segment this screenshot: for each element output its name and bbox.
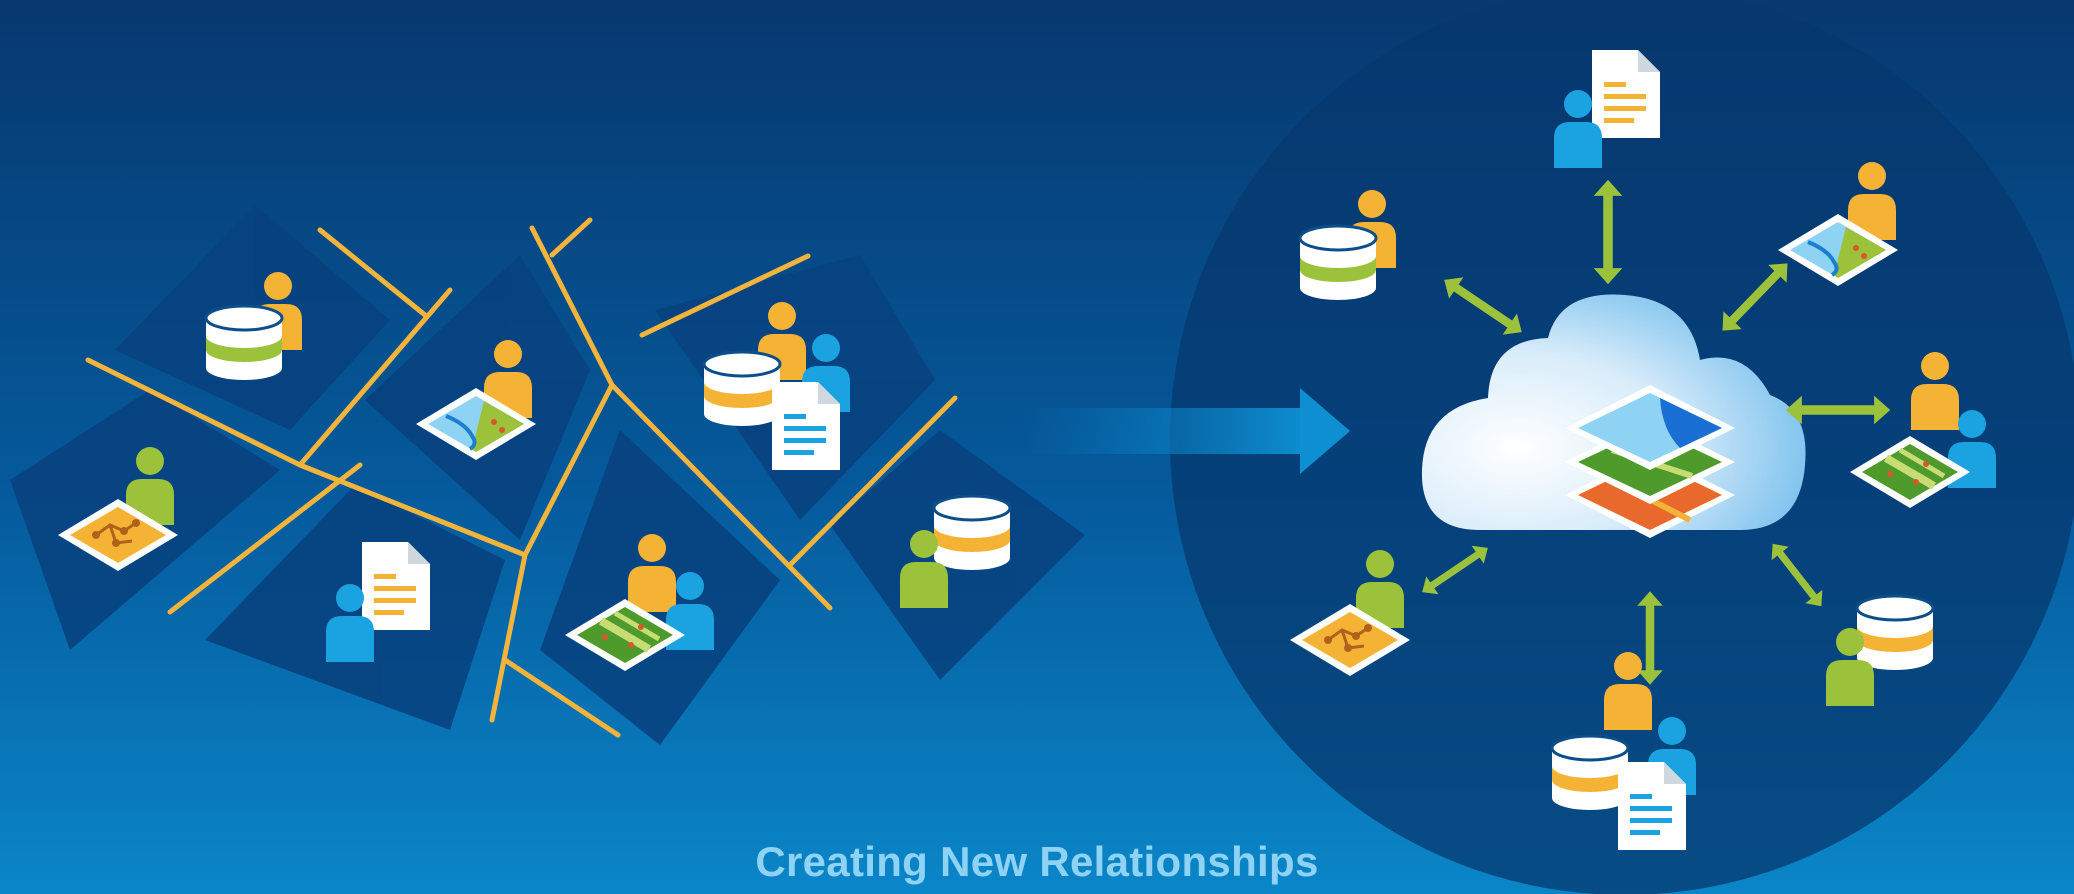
fragmented-regions <box>10 205 1085 745</box>
road-network <box>85 217 958 738</box>
layer-stack-icon <box>1565 385 1735 538</box>
right-arrow-icon <box>1025 388 1350 474</box>
caption-title: Creating New Relationships <box>755 838 1319 885</box>
